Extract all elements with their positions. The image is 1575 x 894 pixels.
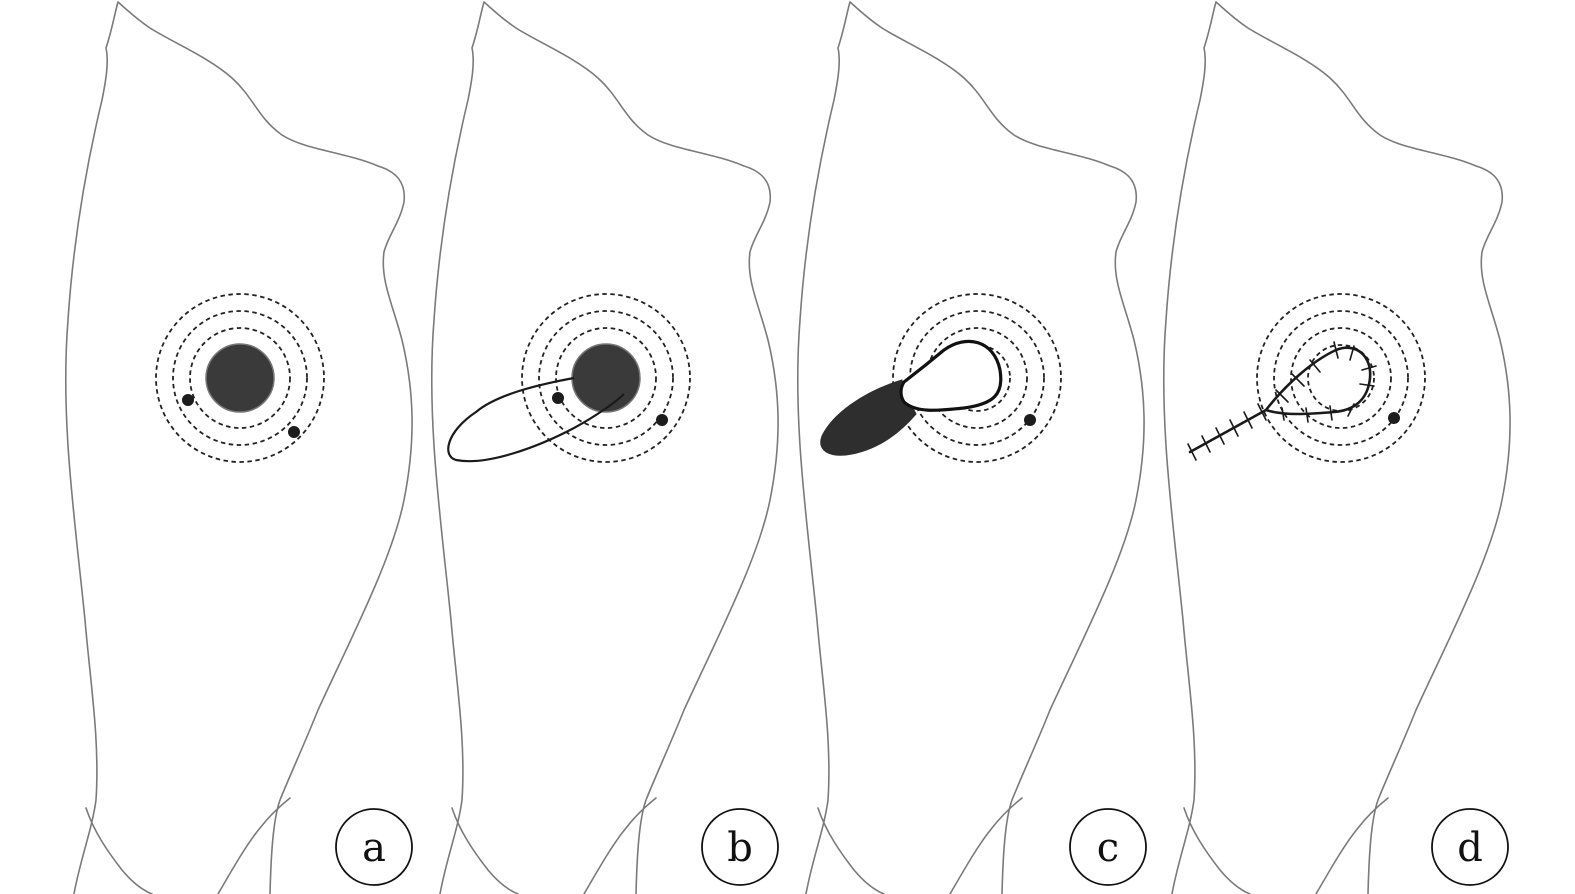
panel-label-c: c xyxy=(1069,808,1147,886)
suture-tail xyxy=(1188,408,1268,454)
panel-label-c-text: c xyxy=(1097,825,1119,871)
concentric-rings xyxy=(1256,293,1426,463)
marker-dot xyxy=(552,392,564,404)
panel-label-d: d xyxy=(1431,808,1509,886)
panel-d: d xyxy=(1162,1,1511,894)
leg-outline xyxy=(1162,1,1511,894)
leg-outline xyxy=(64,1,413,894)
lesion xyxy=(205,343,275,413)
marker-dot xyxy=(288,426,300,438)
marker-dot xyxy=(182,394,194,406)
leg-outline xyxy=(430,1,779,894)
stitches xyxy=(1187,341,1377,461)
panel-label-b-text: b xyxy=(727,825,753,871)
incision-outline xyxy=(447,376,625,463)
panel-a: a xyxy=(64,1,413,894)
panel-label-a: a xyxy=(335,808,413,886)
lesion xyxy=(571,343,641,413)
panel-label-a-text: a xyxy=(362,825,386,871)
rotated-flap xyxy=(899,339,1003,412)
panel-b: b xyxy=(430,1,779,894)
marker-dot xyxy=(1388,412,1400,424)
panel-c: c xyxy=(796,1,1147,894)
panel-label-d-text: d xyxy=(1457,825,1483,871)
suture-loop xyxy=(1264,346,1372,416)
panel-label-b: b xyxy=(701,808,779,886)
marker-dot xyxy=(1024,414,1036,426)
marker-dot xyxy=(656,414,668,426)
